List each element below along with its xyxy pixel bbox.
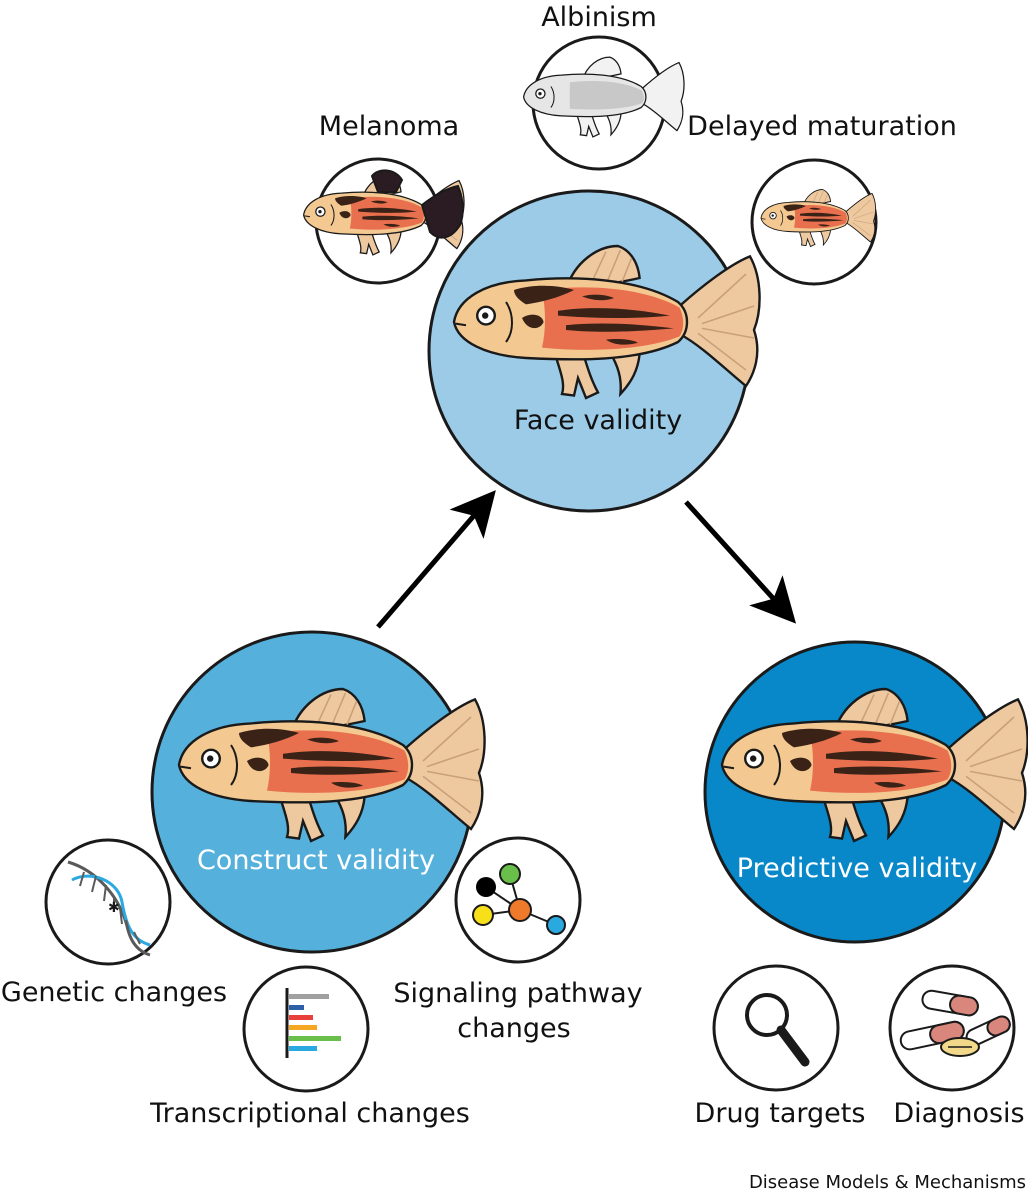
diagnosis-label: Diagnosis [893,1098,1025,1129]
melanoma-dark-tail [420,184,464,239]
bar-chart-icon [285,988,341,1058]
dna-icon: ✱ [67,860,151,957]
albinism-label: Albinism [541,2,657,33]
journal-credit: Disease Models & Mechanisms [748,1172,1026,1193]
melanoma-dark-fin [370,169,404,193]
construct-validity-label: Construct validity [196,845,436,876]
face-validity-label: Face validity [513,405,683,436]
genetic-changes-label: Genetic changes [0,977,228,1008]
arrow-construct-to-face [376,490,496,629]
drug-targets-label: Drug targets [694,1098,866,1129]
svg-text:✱: ✱ [108,900,120,916]
signaling-label-line1: Signaling pathway [393,978,643,1009]
arrow-face-to-predictive [684,500,797,624]
predictive-validity-label: Predictive validity [736,853,978,884]
drug-targets-circle [712,964,840,1092]
pills-icon [899,989,1011,1057]
melanoma-label: Melanoma [318,111,460,142]
genetic-circle [44,838,172,966]
network-icon [472,863,566,935]
magnifier-icon [745,993,810,1067]
signaling-label-line2: changes [457,1013,571,1044]
delayed-maturation-label: Delayed maturation [687,111,957,142]
transcriptional-changes-label: Transcriptional changes [150,1098,470,1129]
